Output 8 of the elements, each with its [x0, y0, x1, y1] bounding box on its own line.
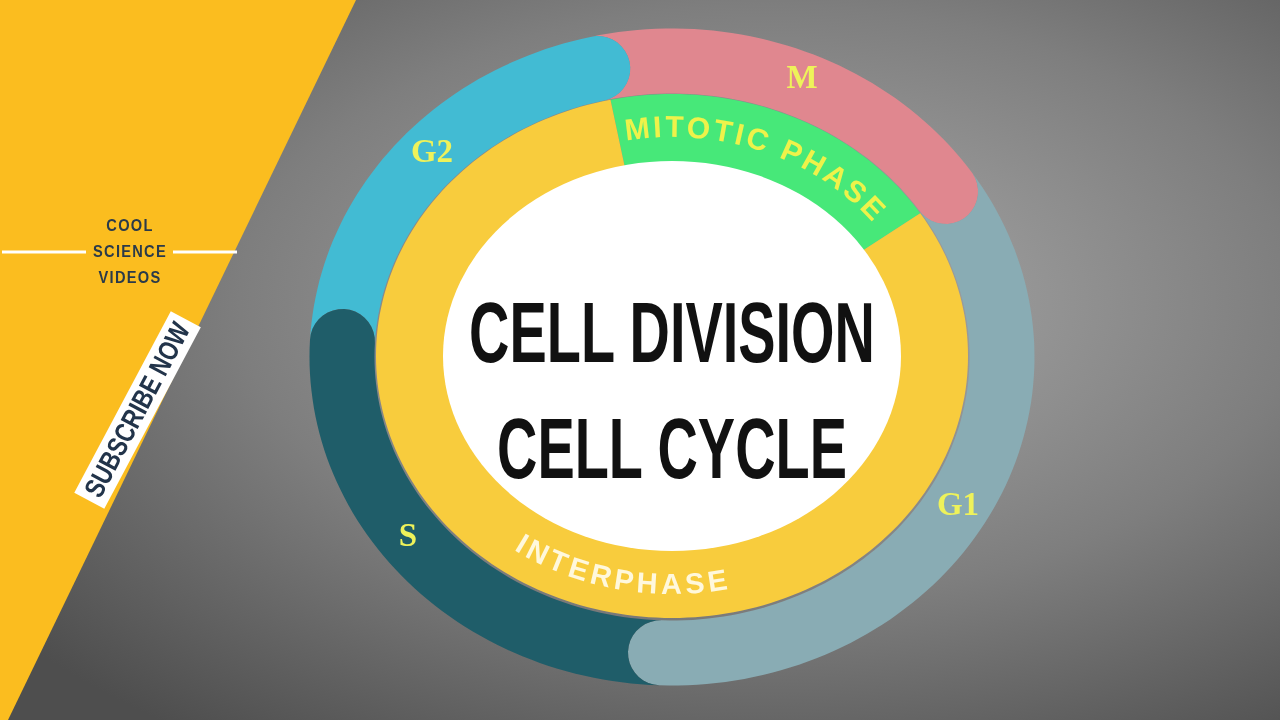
- tagline-text: COOL SCIENCE VIDEOS: [93, 215, 167, 289]
- heading-text: CELL DIVISION: [469, 283, 875, 380]
- phase-label: G1: [936, 486, 980, 522]
- phase-label: S: [398, 517, 418, 553]
- phase-label: G2: [410, 133, 454, 169]
- heading-text: CELL CYCLE: [497, 399, 847, 496]
- ring-segment: [590, 28, 978, 224]
- phase-label: M: [786, 59, 818, 95]
